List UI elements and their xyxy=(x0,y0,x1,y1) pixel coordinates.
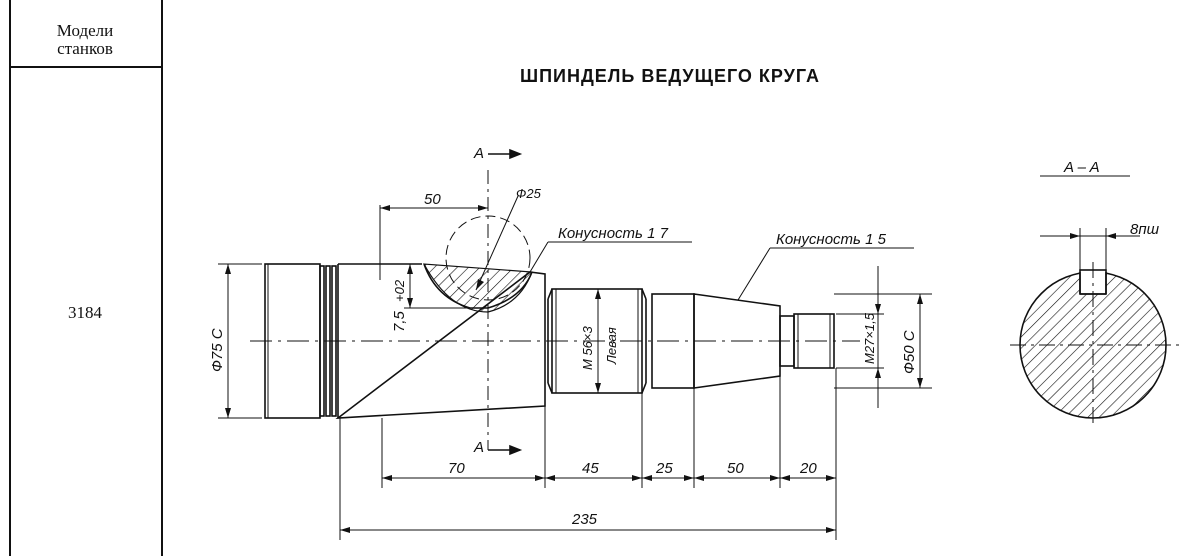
diam-25-label: Ф25 xyxy=(516,186,542,201)
taper-15-label: Конусность 1 5 xyxy=(776,231,887,248)
depth-label: 7,5 xyxy=(391,310,408,332)
table-left-border xyxy=(9,0,11,556)
model-table: Модели станков 3184 xyxy=(0,0,165,556)
drawing-title: ШПИНДЕЛЬ ВЕДУЩЕГО КРУГА xyxy=(520,66,820,86)
dim-50-top: 50 xyxy=(424,191,441,208)
thread-m27 xyxy=(793,313,835,369)
groove-1 xyxy=(319,265,325,417)
groove-3 xyxy=(331,265,337,417)
table-right-border xyxy=(161,0,163,556)
table-header-divider xyxy=(10,66,162,68)
taper-17-label: Конусность 1 7 xyxy=(558,225,669,242)
depth-tol-label: +02 xyxy=(392,279,407,302)
section-mark-bottom: A xyxy=(473,439,484,456)
dim-235: 235 xyxy=(571,511,598,528)
dim-25: 25 xyxy=(655,460,673,477)
thread-m56-label-1: М 56×3 xyxy=(580,326,595,370)
groove-2 xyxy=(325,265,331,417)
header-line-2: станков xyxy=(57,39,113,58)
diam-75-label: Ф75 С xyxy=(209,328,226,372)
model-number: 3184 xyxy=(68,303,102,322)
thread-m27-label: М27×1,5 xyxy=(862,312,877,364)
header-line-1: Модели xyxy=(56,21,114,40)
diam-50-label: Ф50 С xyxy=(901,330,918,374)
table-header: Модели станков xyxy=(10,22,160,58)
dim-45: 45 xyxy=(582,460,599,477)
thread-m56 xyxy=(551,288,643,394)
thread-m56-label-2: Левая xyxy=(604,327,619,365)
dim-50: 50 xyxy=(727,460,744,477)
section-view xyxy=(1010,175,1180,428)
section-mark-top: A xyxy=(473,145,484,162)
dim-20: 20 xyxy=(799,460,817,477)
key-width-label: 8пш xyxy=(1130,221,1160,238)
section-title: A – A xyxy=(1063,159,1100,176)
dim-70: 70 xyxy=(448,460,465,477)
